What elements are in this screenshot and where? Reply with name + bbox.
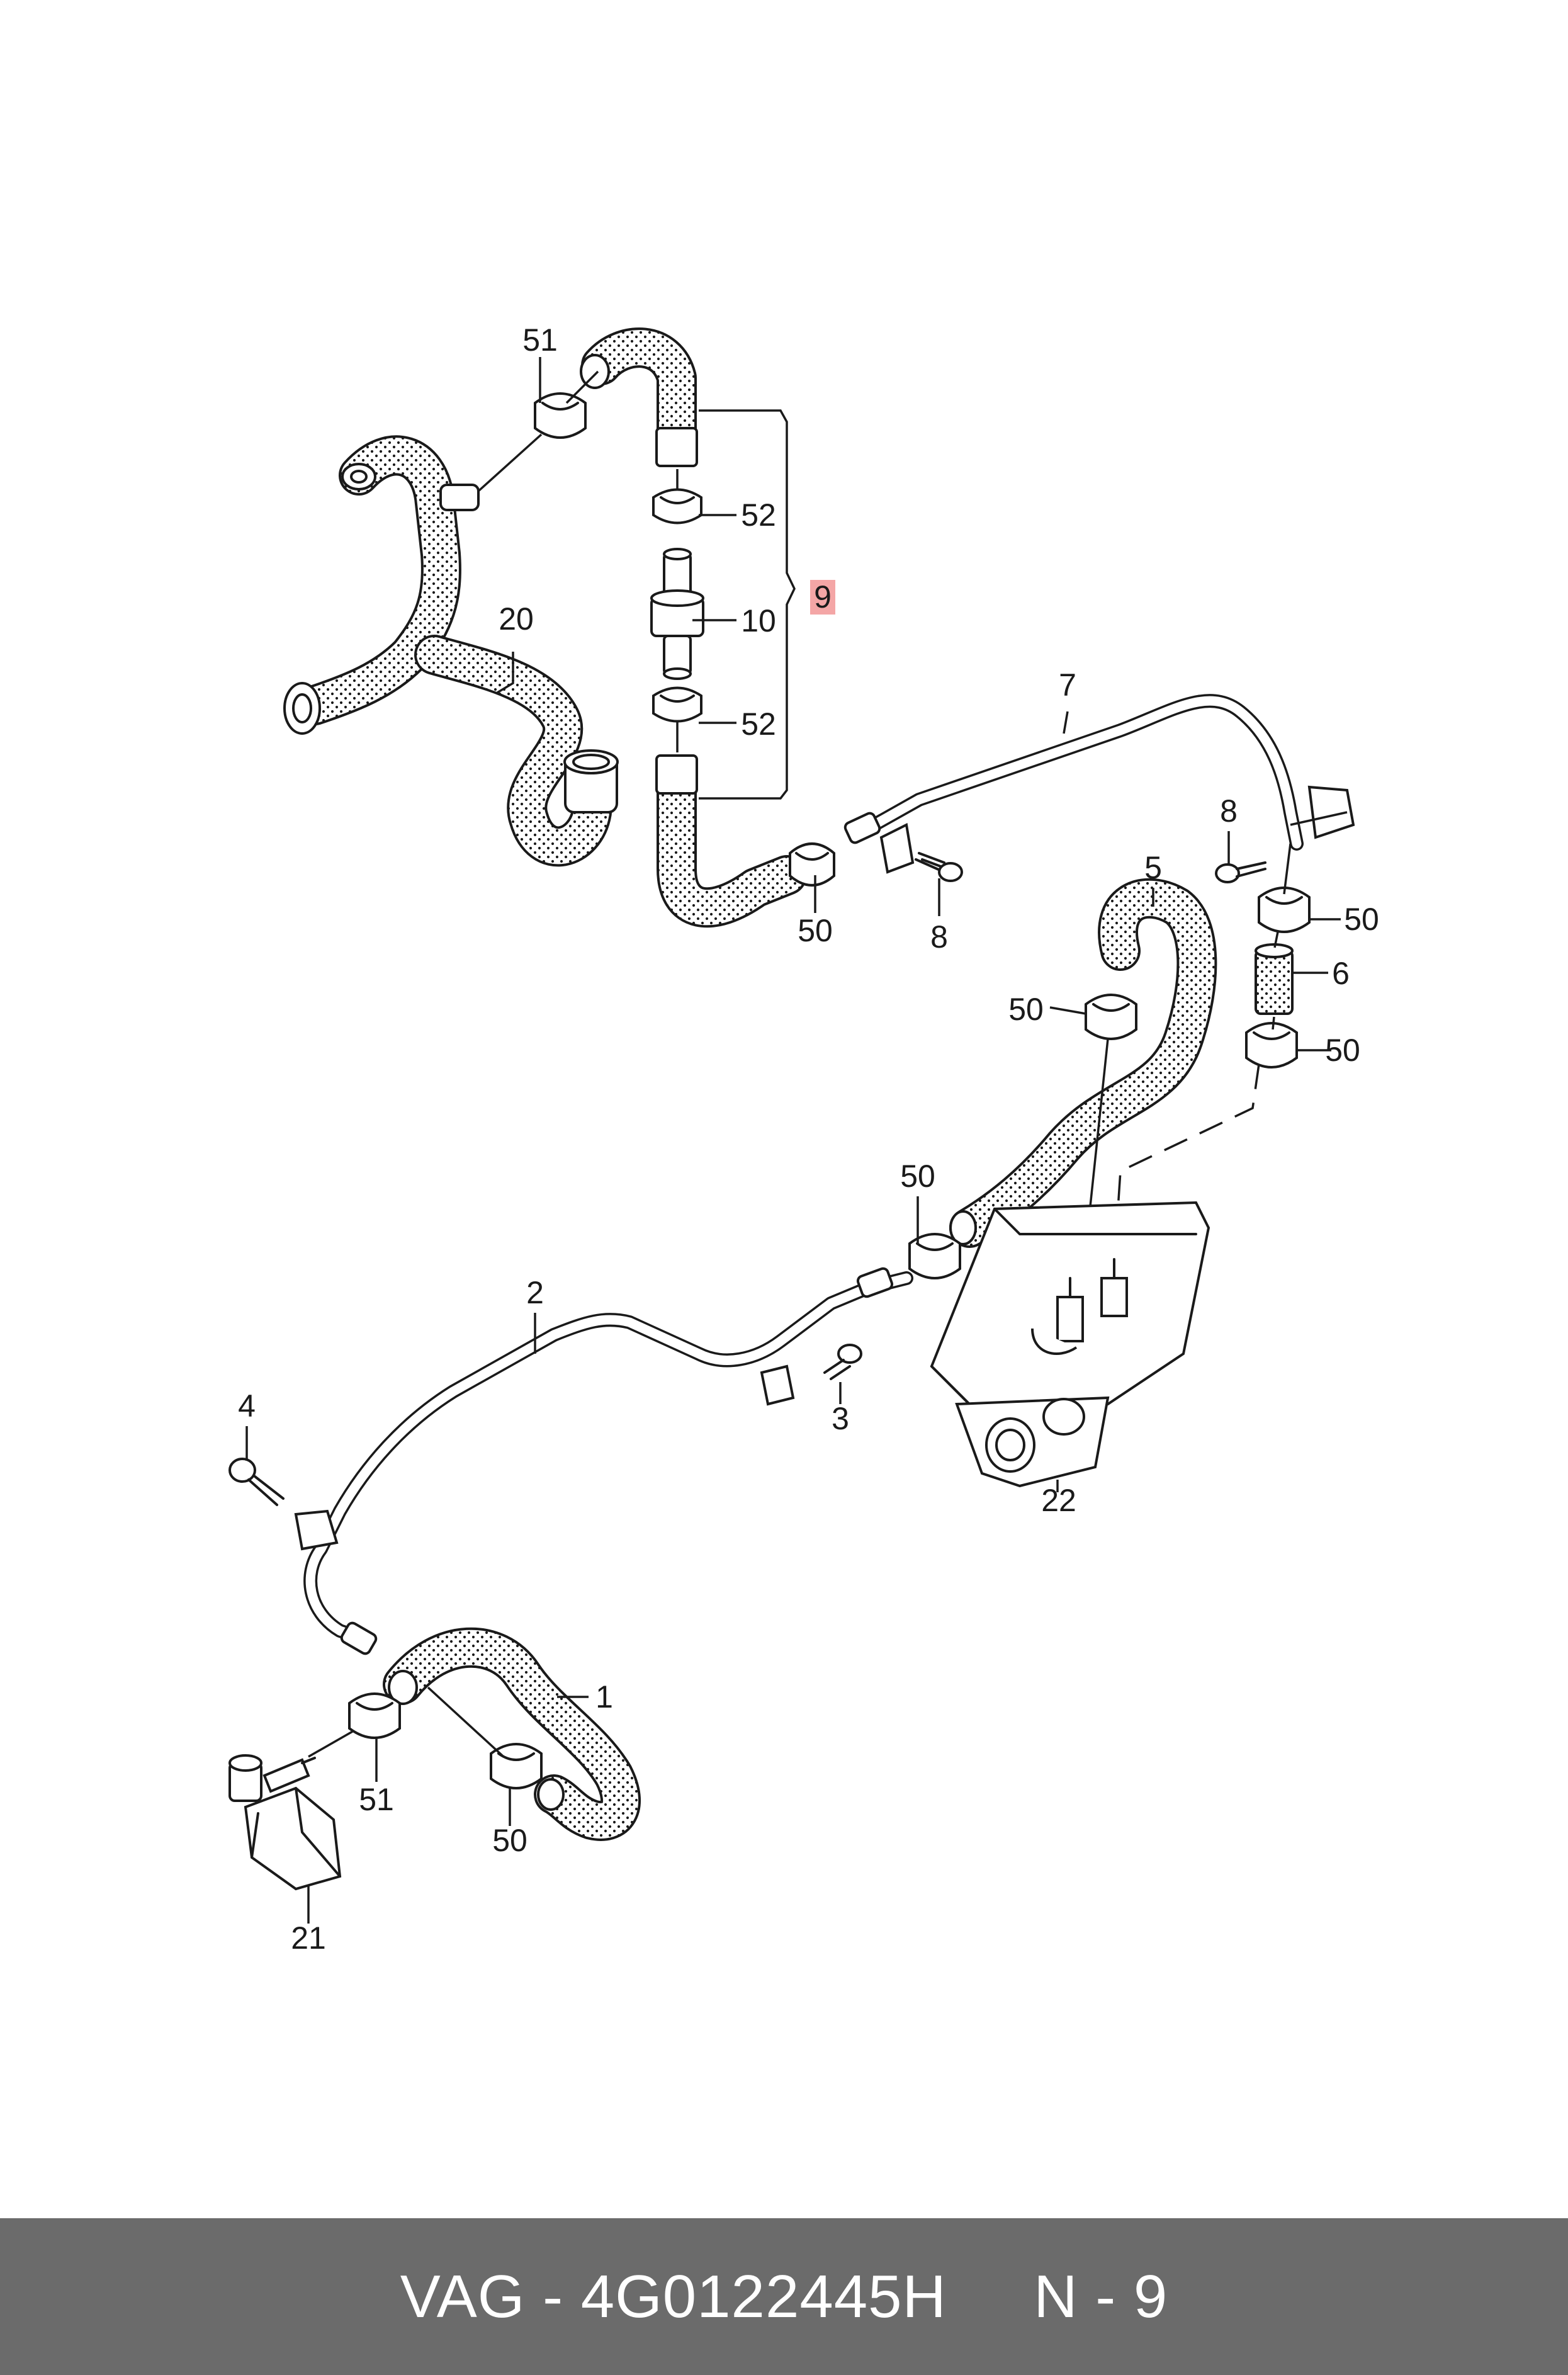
bolt-8-left (915, 852, 963, 882)
label-22: 22 (1041, 1483, 1076, 1518)
label-50-c: 50 (1325, 1033, 1360, 1068)
clamp-52-lower (652, 686, 702, 723)
label-8-left: 8 (930, 919, 948, 955)
hose-5 (949, 878, 1217, 1248)
label-50-a: 50 (798, 913, 833, 948)
bolt-4 (228, 1458, 285, 1506)
parts-diagram: 51 20 52 9 10 52 50 8 7 8 50 6 50 5 50 5… (228, 322, 1379, 1956)
hose-1 (383, 1627, 641, 1841)
hose-6 (1255, 943, 1294, 1015)
clamp-51-upper (477, 370, 599, 492)
label-4: 4 (238, 1388, 256, 1424)
clamp-50-f (427, 1686, 543, 1789)
label-21: 21 (291, 1920, 326, 1956)
label-2: 2 (526, 1275, 544, 1310)
bolt-3 (823, 1344, 862, 1380)
label-1: 1 (595, 1679, 613, 1715)
label-9: 9 (814, 579, 832, 615)
label-10: 10 (741, 603, 776, 638)
leader-20 (497, 652, 514, 694)
hose-20 (283, 435, 619, 867)
part-number-caption: VAG - 4G0122445H N - 9 (400, 2262, 1168, 2330)
label-50-e: 50 (900, 1159, 935, 1194)
label-9-highlight (810, 580, 835, 615)
bracket-9 (699, 409, 796, 800)
clamp-50-d (1085, 994, 1137, 1040)
label-5: 5 (1144, 850, 1162, 885)
label-3: 3 (832, 1401, 849, 1436)
leader-7 (1063, 711, 1069, 734)
clamp-50-c (1245, 1022, 1298, 1068)
cooler-22 (930, 1201, 1210, 1488)
clamp-51-lower (308, 1692, 401, 1758)
label-51-upper: 51 (522, 322, 558, 358)
connector-leaders (1272, 843, 1292, 1030)
clamp-50-b (1258, 887, 1311, 933)
hose-assembly-9 (580, 327, 807, 928)
clamp-52-upper (652, 488, 702, 524)
label-50-b: 50 (1344, 902, 1379, 937)
label-51-lower: 51 (359, 1782, 394, 1817)
label-20: 20 (499, 601, 534, 637)
label-50-f: 50 (492, 1823, 527, 1858)
label-52-upper: 52 (741, 497, 776, 533)
label-8-right: 8 (1220, 793, 1238, 829)
label-6: 6 (1332, 956, 1350, 991)
pipe-2 (294, 1267, 913, 1655)
leader-50d (1049, 1006, 1086, 1015)
label-50-d: 50 (1008, 992, 1044, 1027)
bolt-8-right (1215, 861, 1266, 883)
label-52-lower: 52 (741, 706, 776, 742)
pipe-7 (843, 694, 1355, 874)
clamp-50-a (789, 842, 835, 887)
label-7: 7 (1059, 667, 1076, 703)
clamp-50-e (908, 1233, 961, 1279)
footer-bar: VAG - 4G0122445H N - 9 (0, 2218, 1568, 2375)
pump-21 (228, 1754, 342, 1891)
